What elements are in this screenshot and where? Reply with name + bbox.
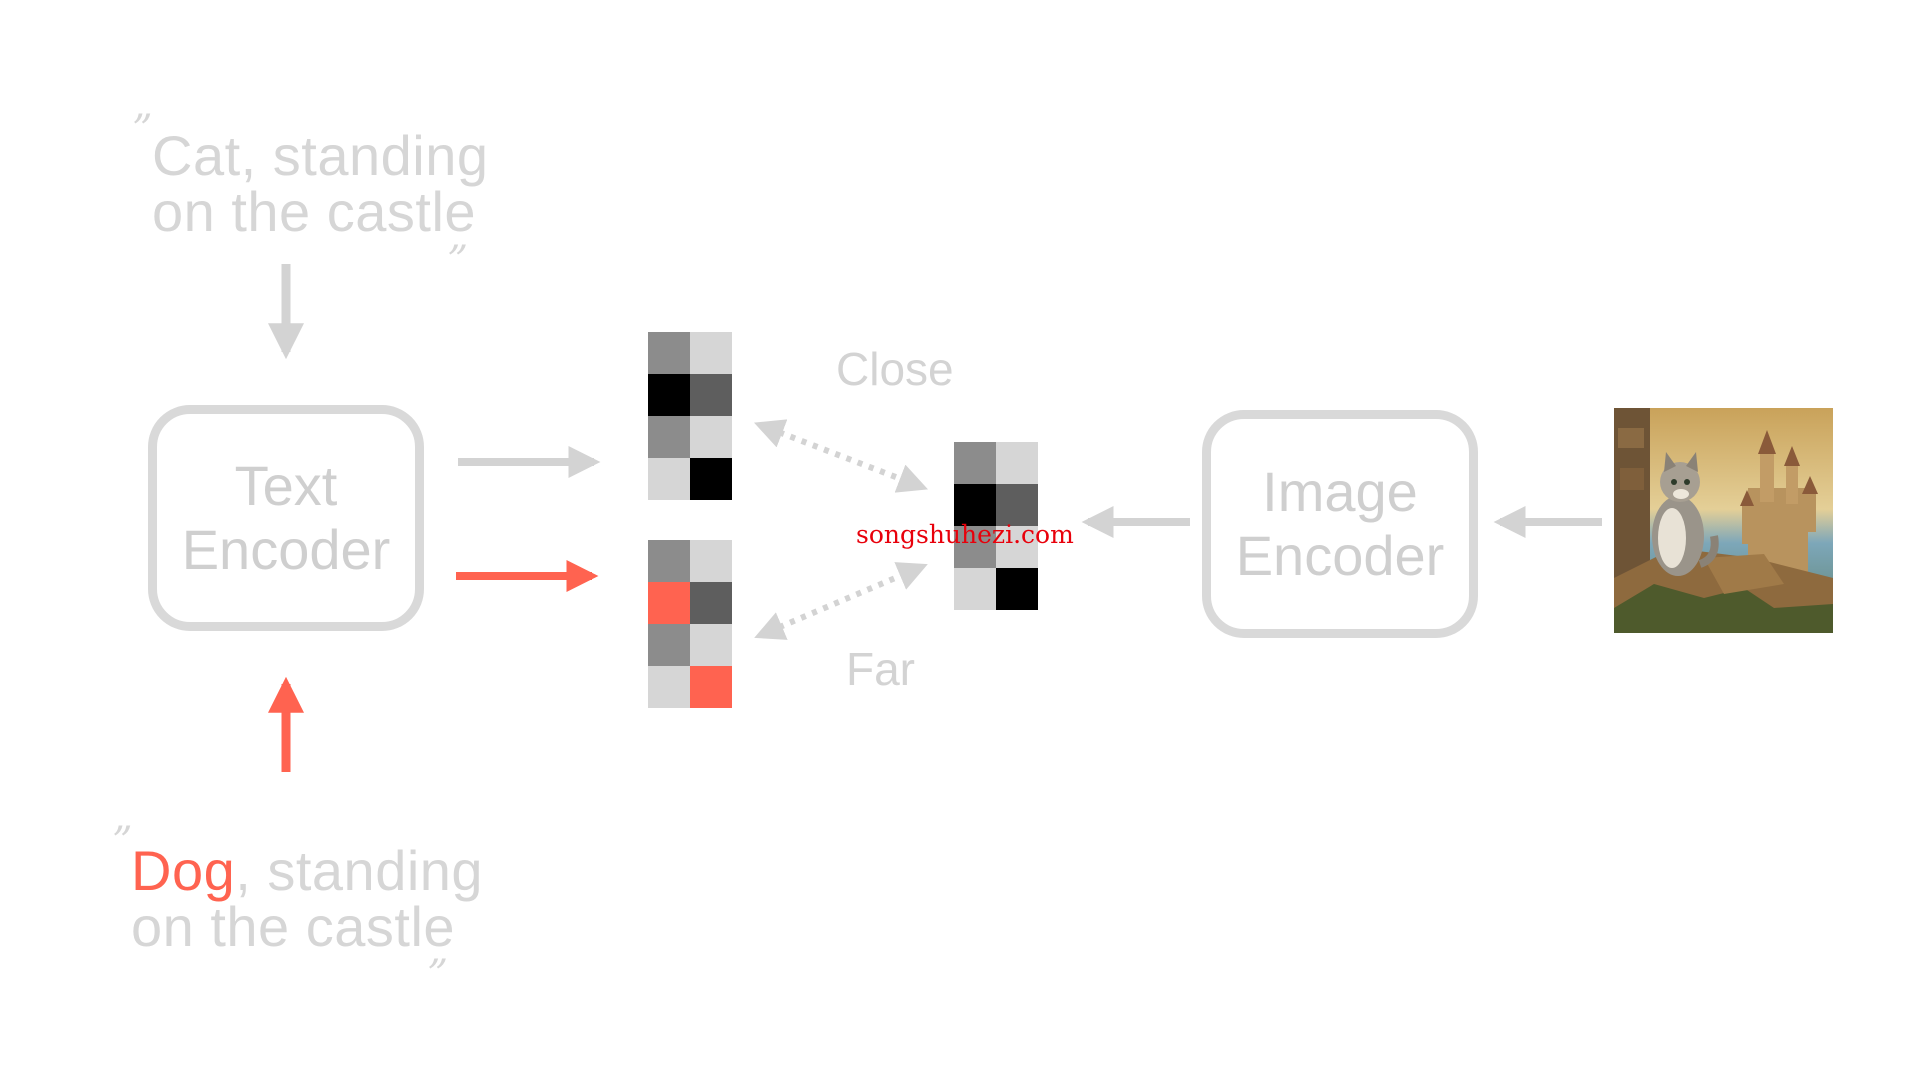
cat-text-embedding-cell-5 xyxy=(690,416,732,458)
image-encoder-box: Image Encoder xyxy=(1202,410,1478,638)
image-embedding-cell-7 xyxy=(996,568,1038,610)
dog-text-embedding-cell-1 xyxy=(690,540,732,582)
image-embedding xyxy=(954,442,1038,610)
cat-text-embedding xyxy=(648,332,732,500)
bottom-prompt: Dog, standing on the castle xyxy=(131,843,483,955)
bottom-prompt-open-quote: ” xyxy=(112,819,133,865)
dog-text-embedding-cell-3 xyxy=(690,582,732,624)
bottom-prompt-line1: Dog, standing xyxy=(131,843,483,899)
cat-text-embedding-cell-1 xyxy=(690,332,732,374)
top-prompt-open-quote: ” xyxy=(132,107,153,153)
dog-text-embedding xyxy=(648,540,732,708)
cat-text-embedding-cell-7 xyxy=(690,458,732,500)
image-embedding-cell-3 xyxy=(996,484,1038,526)
bottom-prompt-line2: on the castle xyxy=(131,895,456,958)
text-encoder-label-line1: Text xyxy=(234,454,338,517)
arrow-close-dotted xyxy=(753,419,929,493)
cat-on-castle-painting-icon xyxy=(1614,408,1833,633)
image-embedding-cell-4 xyxy=(954,526,996,568)
image-embedding-cell-6 xyxy=(954,568,996,610)
watermark-text: songshuhezi.com xyxy=(856,520,1074,549)
cat-text-embedding-cell-6 xyxy=(648,458,690,500)
dog-text-embedding-cell-7 xyxy=(690,666,732,708)
dog-text-embedding-cell-4 xyxy=(648,624,690,666)
bottom-prompt-close-quote: „ xyxy=(428,927,449,973)
bottom-prompt-highlight-word: Dog xyxy=(131,839,236,902)
cat-text-embedding-cell-3 xyxy=(690,374,732,416)
image-embedding-cell-2 xyxy=(954,484,996,526)
image-encoder-label-line1: Image xyxy=(1262,460,1418,523)
cat-text-embedding-cell-0 xyxy=(648,332,690,374)
arrow-far-dotted xyxy=(754,562,928,640)
cat-text-embedding-cell-4 xyxy=(648,416,690,458)
image-encoder-label-line2: Encoder xyxy=(1235,524,1445,587)
close-label: Close xyxy=(836,343,954,395)
bottom-prompt-line1-rest: , standing xyxy=(235,839,484,902)
text-encoder-label-line2: Encoder xyxy=(181,518,391,581)
top-prompt: Cat, standing on the castle xyxy=(152,128,488,240)
dog-text-embedding-cell-6 xyxy=(648,666,690,708)
image-embedding-cell-1 xyxy=(996,442,1038,484)
cat-on-castle-image xyxy=(1614,408,1833,633)
far-label: Far xyxy=(846,643,915,695)
top-prompt-close-quote: „ xyxy=(448,213,469,259)
image-embedding-cell-5 xyxy=(996,526,1038,568)
top-prompt-line2: on the castle xyxy=(152,180,477,243)
image-embedding-cell-0 xyxy=(954,442,996,484)
top-prompt-line1: Cat, standing xyxy=(152,124,489,187)
dog-text-embedding-cell-2 xyxy=(648,582,690,624)
cat-text-embedding-cell-2 xyxy=(648,374,690,416)
dog-text-embedding-cell-0 xyxy=(648,540,690,582)
dog-text-embedding-cell-5 xyxy=(690,624,732,666)
text-encoder-box: Text Encoder xyxy=(148,405,424,631)
